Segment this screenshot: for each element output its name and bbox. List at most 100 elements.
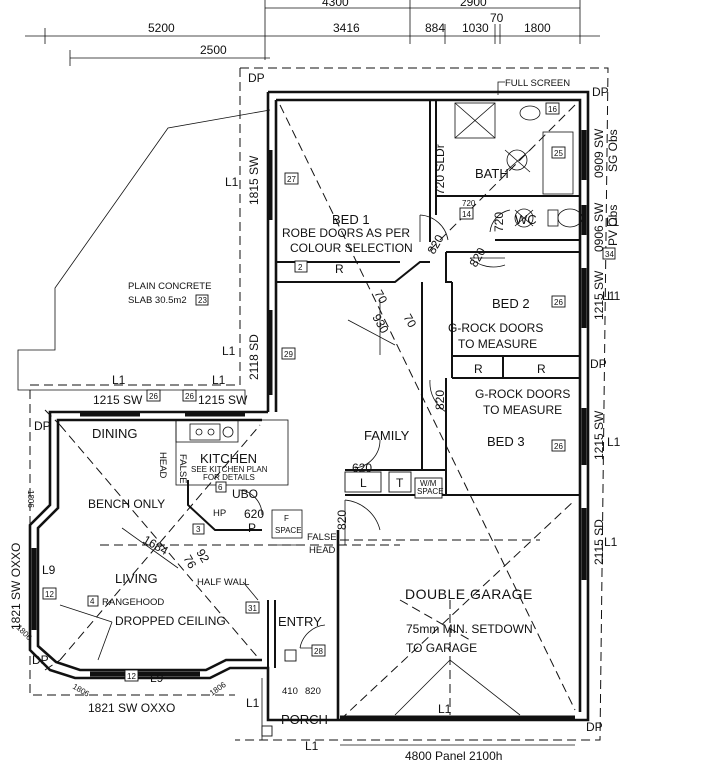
- win-0906: 0906 SW: [592, 202, 606, 252]
- marker-14: 14: [462, 210, 471, 219]
- marker-25: 25: [554, 149, 563, 158]
- marker-34: 34: [605, 250, 614, 259]
- l1-d: L1: [212, 373, 226, 387]
- l1-k: L1: [438, 702, 452, 716]
- marker-23-box: [195, 294, 209, 306]
- box-t: T: [396, 476, 404, 490]
- kitchen-plan-2: FOR DETAILS: [203, 473, 255, 482]
- room-porch: PORCH: [281, 712, 328, 727]
- grock3-note-2: TO MEASURE: [483, 403, 562, 417]
- dim-70: 70: [490, 11, 504, 25]
- door-720-a: 720: [462, 199, 476, 208]
- kitchen-plan-1: SEE KITCHEN PLAN: [191, 465, 268, 474]
- door-720-b: 720: [492, 212, 506, 232]
- marker-26-b: 26: [554, 442, 563, 451]
- marker-26-c: 26: [149, 392, 158, 401]
- door-410: 410: [282, 686, 298, 697]
- marker-12-a: 12: [45, 590, 54, 599]
- l1-c: L1: [112, 373, 126, 387]
- win-1215-r2: 1215 SW: [592, 410, 606, 460]
- marker-26-d: 26: [185, 392, 194, 401]
- rangehood: RANGEHOOD: [102, 597, 164, 608]
- dim-1800: 1800: [524, 21, 551, 35]
- door-820-family: 820: [335, 510, 349, 530]
- marker-12-b: 12: [127, 672, 136, 681]
- dim-1030: 1030: [462, 21, 489, 35]
- room-bed2: BED 2: [492, 296, 530, 311]
- robe-note-1: ROBE DOORS AS PER: [282, 226, 410, 240]
- dp-2: DP: [592, 85, 609, 99]
- setdown-1: 75mm MIN. SETDOWN: [406, 622, 533, 636]
- room-entry: ENTRY: [278, 614, 322, 629]
- dim-70-a: 70: [371, 288, 390, 307]
- wm-space-1: W/M: [420, 479, 437, 488]
- dim-70-b: 70: [400, 312, 419, 331]
- door-820-entry: 820: [305, 686, 321, 697]
- door-820-bed1: 820: [424, 232, 446, 257]
- win-1815: 1815 SW: [247, 155, 261, 205]
- robe-r2: R: [474, 362, 483, 376]
- l1-e: L1: [606, 215, 620, 229]
- false-head-2: HEAD: [309, 545, 336, 556]
- reference-markers: 27 2 R 29 16 25 14 34 26 R R 26 26 26 6 …: [42, 102, 616, 682]
- plan-notes: ROBE DOORS AS PER COLOUR SELECTION G-ROC…: [59, 78, 575, 763]
- win-1215-r1: 1215 SW: [592, 270, 606, 320]
- bench-only: BENCH ONLY: [88, 497, 165, 511]
- room-dining: DINING: [92, 426, 138, 441]
- robe-r3: R: [537, 362, 546, 376]
- room-kitchen: KITCHEN: [200, 451, 257, 466]
- win-1821-bottom: 1821 SW OXXO: [88, 701, 175, 715]
- room-bath: BATH: [475, 166, 509, 181]
- hp-label: HP: [213, 508, 226, 519]
- garage-features: [394, 600, 521, 716]
- room-bed1: BED 1: [332, 212, 370, 227]
- f-space-2: SPACE: [275, 526, 302, 535]
- internal-walls: [175, 100, 580, 740]
- dp-3: DP: [590, 357, 607, 371]
- win-0909: 0909 SW: [592, 128, 606, 178]
- ceiling-lines: [44, 104, 576, 721]
- win-1806-c: 1806: [71, 682, 91, 699]
- marker-26-a: 26: [554, 298, 563, 307]
- grock2-note-1: G-ROCK DOORS: [448, 321, 543, 335]
- marker-23: 23: [198, 296, 207, 305]
- dim-884: 884: [425, 21, 445, 35]
- l1-j: L1: [305, 739, 319, 753]
- f-space-1: F: [284, 514, 289, 523]
- bath-fixtures: [454, 102, 583, 228]
- door-720-slider: 720 SLDr: [433, 144, 447, 195]
- robe-note-2: COLOUR SELECTION: [290, 241, 413, 255]
- box-p: P: [248, 521, 256, 535]
- garage-door: 4800 Panel 2100h: [405, 749, 502, 763]
- l1-i: L1: [246, 696, 260, 710]
- marker-3: 3: [196, 525, 201, 534]
- l9-a: L9: [42, 563, 56, 577]
- room-family: FAMILY: [364, 428, 410, 443]
- pv-obs: PV Obs: [606, 205, 620, 246]
- marker-29: 29: [284, 350, 293, 359]
- door-820-bed3: 820: [433, 390, 447, 410]
- room-bed3: BED 3: [487, 434, 525, 449]
- win-1215-a: 1215 SW: [93, 393, 143, 407]
- slab-label-2: SLAB 30.5m2: [128, 295, 187, 306]
- win-1821-left: 1821 SW OXXO: [9, 543, 23, 630]
- dp-1: DP: [248, 71, 265, 85]
- grock2-note-2: TO MEASURE: [458, 337, 537, 351]
- dim-92: 92: [193, 547, 212, 566]
- marker-27: 27: [287, 175, 296, 184]
- doors: [239, 209, 511, 649]
- dim-4300: 4300: [322, 0, 349, 9]
- box-l: L: [360, 476, 367, 490]
- marker-4: 4: [90, 597, 95, 606]
- dp-6: DP: [586, 720, 603, 734]
- dim-3416: 3416: [333, 21, 360, 35]
- l1-g: L1: [607, 435, 621, 449]
- win-2118: 2118 SD: [247, 334, 261, 380]
- marker-6: 6: [218, 483, 223, 492]
- dim-2500: 2500: [200, 43, 227, 57]
- room-wc: WC: [515, 212, 537, 227]
- dp-5: DP: [32, 653, 49, 667]
- dropped-ceiling: DROPPED CEILING: [115, 614, 226, 628]
- concrete-slab: PLAIN CONCRETE SLAB 30.5m2 23: [17, 109, 271, 405]
- dim-5200: 5200: [148, 21, 175, 35]
